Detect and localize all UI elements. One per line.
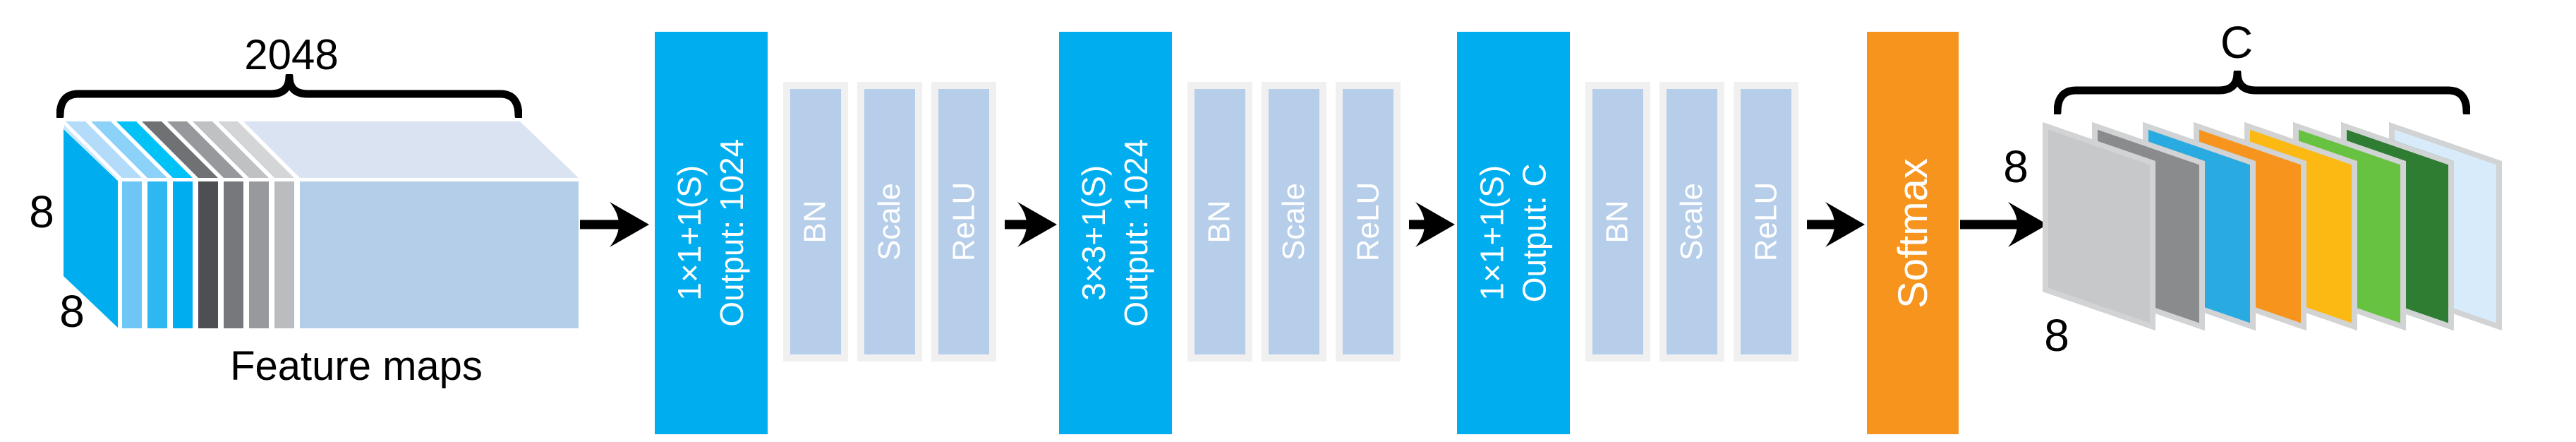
dimension-brace-C bbox=[2054, 71, 2470, 114]
conv-block-label: 1×1+1(S)Output: 1024 bbox=[669, 139, 754, 327]
label-output-height-8: 8 bbox=[2003, 141, 2028, 192]
bn-bar-label: BN bbox=[1600, 200, 1635, 244]
conv-block-3: 1×1+1(S)Output: C bbox=[1457, 32, 1570, 434]
scale-bar: Scale bbox=[1659, 82, 1724, 362]
flow-arrow bbox=[1409, 202, 1455, 247]
softmax-block: Softmax bbox=[1867, 32, 1959, 434]
scale-bar: Scale bbox=[857, 82, 922, 362]
label-8-height: 8 bbox=[29, 186, 54, 237]
feature-front-slice bbox=[274, 181, 294, 328]
bn-bar: BN bbox=[783, 82, 848, 362]
flow-arrow bbox=[1960, 202, 2048, 247]
conv-output-label: Output: C bbox=[1516, 163, 1552, 303]
relu-bar: ReLU bbox=[931, 82, 996, 362]
feature-front-body bbox=[300, 181, 579, 328]
conv-block-label: 3×3+1(S)Output: 1024 bbox=[1073, 139, 1158, 327]
conv-output-label: Output: 1024 bbox=[713, 139, 751, 327]
scale-bar: Scale bbox=[1262, 82, 1326, 362]
label-8-width: 8 bbox=[59, 286, 85, 337]
feature-front-slice bbox=[122, 181, 142, 328]
feature-maps-caption: Feature maps bbox=[230, 343, 483, 389]
feature-front-slice bbox=[249, 181, 269, 328]
relu-bar-label: ReLU bbox=[1350, 181, 1385, 262]
label-output-width-8: 8 bbox=[2044, 310, 2069, 361]
softmax-label: Softmax bbox=[1889, 157, 1936, 309]
feature-front-slice bbox=[147, 181, 167, 328]
relu-bar-label: ReLU bbox=[946, 181, 981, 262]
scale-bar-label: Scale bbox=[872, 182, 907, 261]
conv-block-1: 1×1+1(S)Output: 1024 bbox=[655, 32, 768, 434]
conv-block-label: 1×1+1(S)Output: C bbox=[1471, 164, 1556, 303]
relu-bar: ReLU bbox=[1336, 82, 1401, 362]
conv-output-label: Output: 1024 bbox=[1118, 139, 1155, 327]
feature-front-slice bbox=[198, 181, 218, 328]
flow-arrow bbox=[580, 202, 649, 247]
relu-bar-label: ReLU bbox=[1748, 181, 1783, 262]
feature-front-slice bbox=[224, 181, 243, 328]
dimension-brace-2048 bbox=[56, 74, 522, 118]
relu-bar: ReLU bbox=[1734, 82, 1798, 362]
conv-kernel-label: 1×1+1(S) bbox=[671, 165, 708, 301]
bn-bar-label: BN bbox=[1202, 200, 1237, 244]
bn-bar: BN bbox=[1585, 82, 1650, 362]
feature-front-slice bbox=[173, 181, 193, 328]
bn-bar: BN bbox=[1187, 82, 1252, 362]
label-2048: 2048 bbox=[244, 31, 339, 78]
conv-kernel-label: 3×3+1(S) bbox=[1075, 165, 1113, 301]
conv-block-2: 3×3+1(S)Output: 1024 bbox=[1059, 32, 1172, 434]
feature-block-front-face bbox=[0, 181, 607, 328]
flow-arrow bbox=[1807, 202, 1865, 247]
label-C: C bbox=[2220, 17, 2254, 68]
scale-bar-label: Scale bbox=[1276, 182, 1312, 261]
bn-bar-label: BN bbox=[798, 200, 833, 244]
feature-top-stripe bbox=[243, 121, 579, 178]
scale-bar-label: Scale bbox=[1674, 182, 1710, 261]
conv-kernel-label: 1×1+1(S) bbox=[1473, 165, 1511, 301]
flow-arrow bbox=[1005, 202, 1057, 247]
